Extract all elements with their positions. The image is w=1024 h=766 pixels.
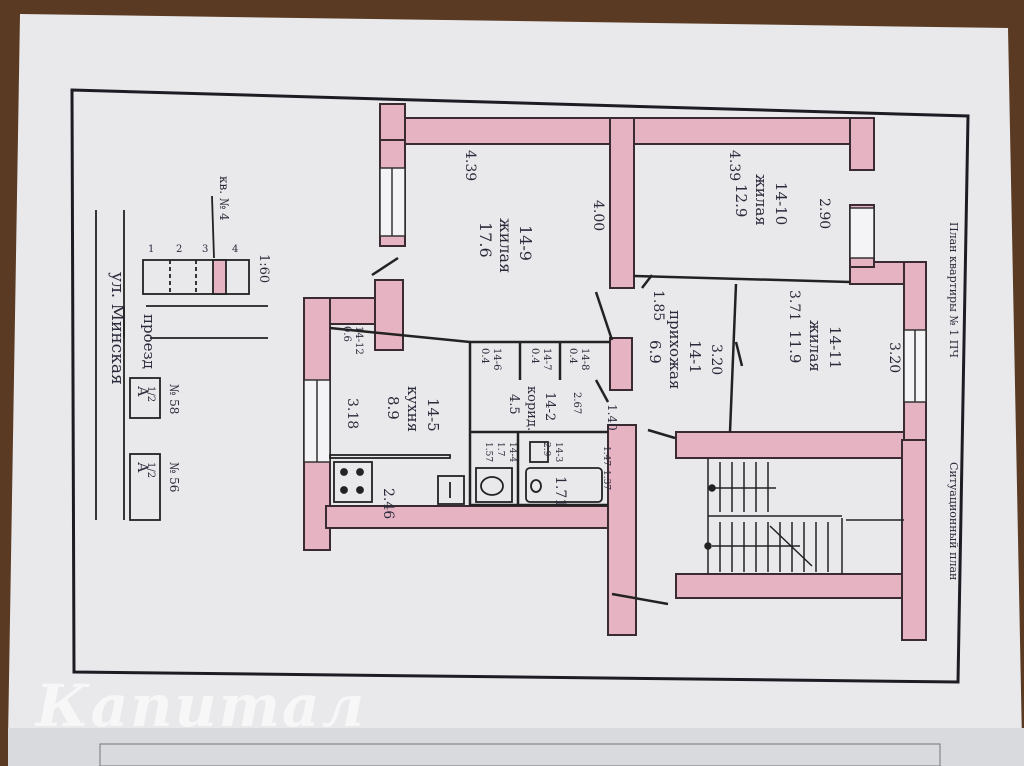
room-14-10-id: 14-10 xyxy=(772,182,790,225)
room-14-9-wid: 4.00 xyxy=(590,200,606,231)
scale-label: 1:60 xyxy=(256,254,271,283)
room-14-2-type: корид. xyxy=(524,386,539,431)
room-14-9-len: 4.39 xyxy=(462,150,478,181)
house-block-56 xyxy=(129,453,161,521)
room-14-9-type: жилая xyxy=(496,218,515,273)
building-label: кв. № 4 xyxy=(217,176,231,221)
room-14-10-area: 12.9 xyxy=(732,184,750,217)
dim-2-67: 2.67 xyxy=(571,392,582,414)
room-14-7-id: 14-7 xyxy=(541,348,552,370)
wall-kitchen-bottom xyxy=(325,505,612,529)
room-14-3-wid: 1.37 xyxy=(601,470,611,490)
wall-stair-top xyxy=(675,431,905,459)
house-58-fraction: 1/2 xyxy=(145,386,156,402)
room-14-5-id: 14-5 xyxy=(424,398,442,432)
windows xyxy=(303,167,927,463)
room-14-3-area: 2.9 xyxy=(541,442,551,457)
dim-1-71: 1.71 xyxy=(552,476,568,507)
room-14-1-len: 1.85 xyxy=(650,290,666,321)
room-14-5-len: 2.46 xyxy=(380,488,396,519)
room-14-1-wid: 3.20 xyxy=(708,344,724,375)
room-14-2-area: 4.5 xyxy=(506,394,521,415)
room-14-1-area: 6.9 xyxy=(646,340,664,364)
margin-labels: План квартиры № 1 ПЧ Ситуационный план у… xyxy=(107,176,960,580)
walls xyxy=(303,103,927,641)
wall-stair-bottom xyxy=(675,573,905,599)
strip-num-3: 3 xyxy=(202,244,208,255)
street-label: ул. Минская xyxy=(107,272,127,385)
situational-plan xyxy=(95,195,268,521)
room-14-10-len: 4.39 xyxy=(726,150,742,181)
paper-bottom-strip xyxy=(8,728,1024,766)
staircase xyxy=(704,458,904,574)
room-14-5-type: кухня xyxy=(404,386,422,432)
kitchen-corner-block xyxy=(329,454,451,459)
room-14-3-id: 14-3 xyxy=(553,442,563,462)
wall-hall-pillar xyxy=(374,279,404,351)
room-14-12-id: 14-12 xyxy=(353,326,364,355)
room-14-11-area: 11.9 xyxy=(786,330,804,363)
room-14-1-type: прихожая xyxy=(666,310,684,389)
room-14-9-id: 14-9 xyxy=(516,225,535,261)
wall-stair-right xyxy=(901,439,927,641)
wall-mid-vertical xyxy=(609,117,635,289)
room-14-11-type: жилая xyxy=(806,320,824,372)
wall-right-upper xyxy=(849,117,875,171)
room-14-9-area: 17.6 xyxy=(476,222,495,258)
interior-partitions xyxy=(329,256,851,606)
watermark-logo: Капитал xyxy=(36,672,367,740)
house-block-58 xyxy=(129,377,161,419)
sink xyxy=(437,475,465,505)
room-14-1-id: 14-1 xyxy=(686,340,704,374)
dim-1-40: 1.40 xyxy=(605,404,619,431)
room-14-8-area: 0.4 xyxy=(567,348,578,364)
stove xyxy=(333,461,373,503)
wall-corridor-pillar xyxy=(609,337,633,391)
house-56-letter: А xyxy=(134,462,150,473)
plan-title: План квартиры № 1 ПЧ xyxy=(947,222,960,358)
strip-num-2: 2 xyxy=(176,244,182,255)
strip-num-1: 1 xyxy=(148,244,154,255)
room-14-7-area: 0.4 xyxy=(529,348,540,364)
situation-title: Ситуационный план xyxy=(947,462,960,580)
toilet-box xyxy=(475,467,513,503)
house-58-label: № 58 xyxy=(167,384,181,414)
room-14-6-area: 0.4 xyxy=(479,348,490,364)
strip-num-4: 4 xyxy=(232,244,238,255)
room-14-4-len: 1.57 xyxy=(483,442,493,462)
room-14-11-id: 14-11 xyxy=(826,326,844,369)
room-14-2-id: 14-2 xyxy=(542,392,557,421)
window-right-1 xyxy=(849,207,875,259)
wall-top-left-jamb xyxy=(379,103,406,145)
paper-bottom-edge xyxy=(99,743,941,766)
fixtures xyxy=(329,441,603,505)
room-14-3-len: 1.47 xyxy=(601,446,611,466)
room-14-12-area: 0.6 xyxy=(341,326,352,342)
house-56-fraction: 1/2 xyxy=(145,462,156,478)
room-14-4-id: 14-4 xyxy=(507,442,517,462)
house-58-letter: А xyxy=(134,386,150,397)
bath-fixture xyxy=(529,441,549,463)
room-14-5-wid: 3.18 xyxy=(344,398,360,429)
house-56-label: № 56 xyxy=(167,462,181,492)
room-14-6-id: 14-6 xyxy=(491,348,502,370)
room-14-10-type: жилая xyxy=(752,174,770,226)
room-14-10-wid: 2.90 xyxy=(816,198,832,229)
wall-entrance-right xyxy=(607,424,637,636)
room-14-11-wid: 3.20 xyxy=(886,342,902,373)
room-14-4-area: 1.7 xyxy=(495,442,505,457)
bathtub xyxy=(525,467,603,503)
room-labels: 14-9 жилая 17.6 4.39 4.00 14-10 жилая 12… xyxy=(341,150,902,519)
plan-frame xyxy=(70,88,970,684)
room-14-11-len: 3.71 xyxy=(786,290,802,321)
room-14-5-area: 8.9 xyxy=(384,396,402,420)
passage-label: проезд xyxy=(140,314,158,369)
room-14-8-id: 14-8 xyxy=(579,348,590,370)
